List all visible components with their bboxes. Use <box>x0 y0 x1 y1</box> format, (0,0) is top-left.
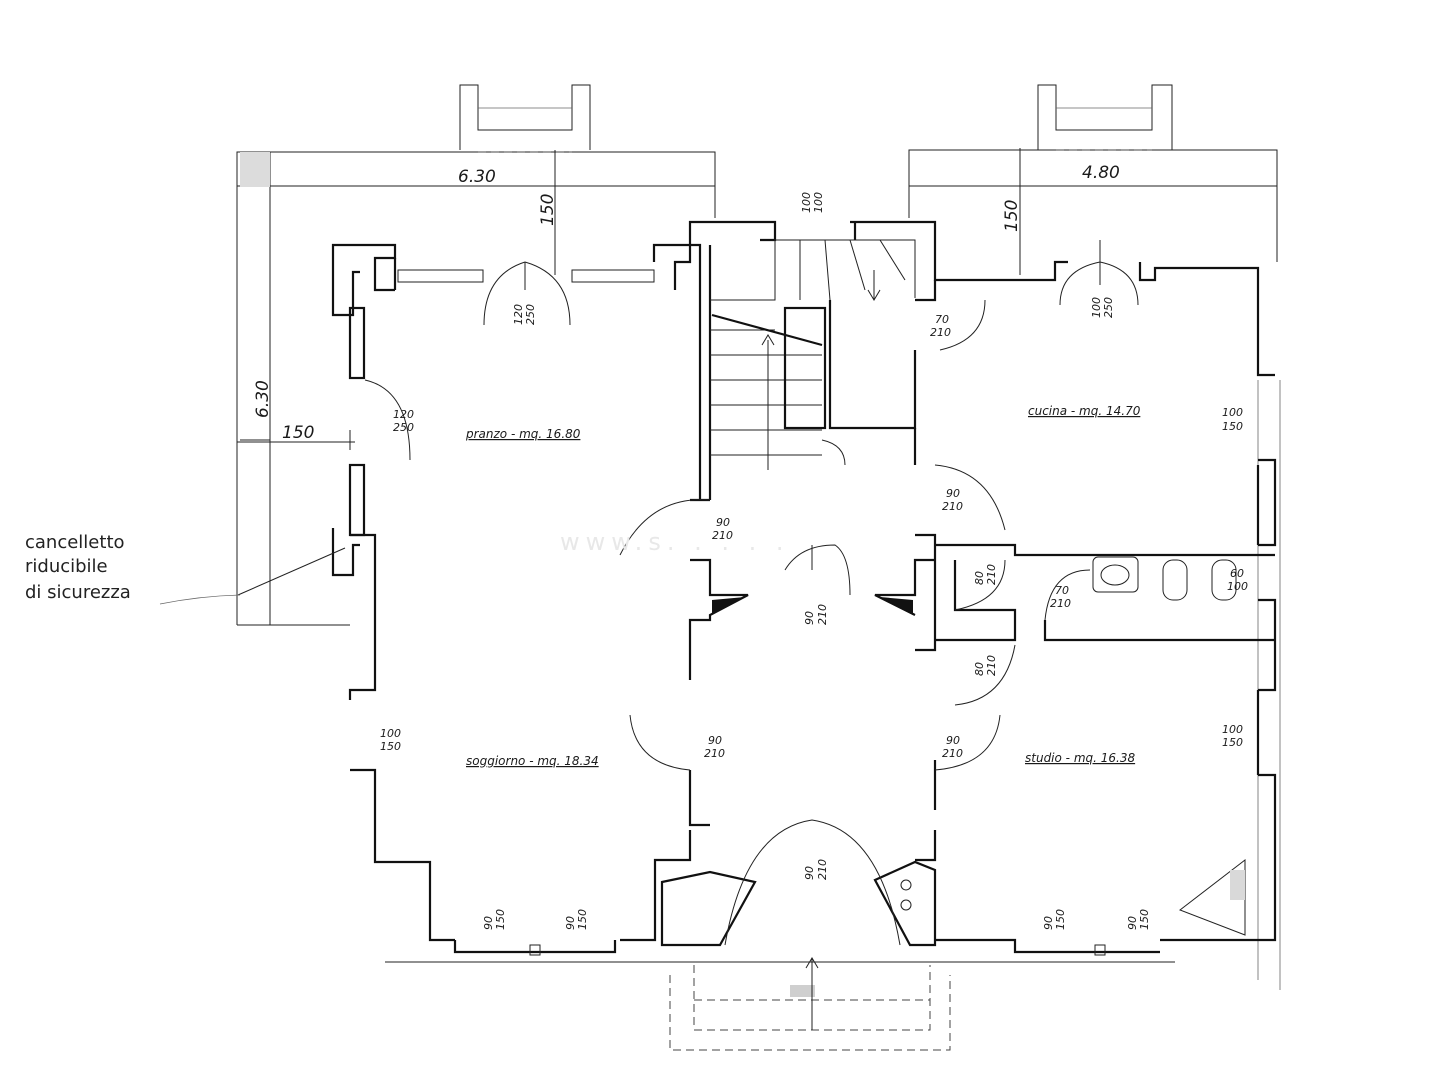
op-sogg-b2-b: 150 <box>576 909 589 930</box>
op-bath70-b: 210 <box>1050 597 1071 610</box>
op-pranzo-door-b: 250 <box>524 304 537 325</box>
door-swings <box>364 240 1139 1030</box>
op-entry-b: 210 <box>816 859 829 880</box>
staircase <box>710 239 916 470</box>
op-sogg-left-a: 100 <box>380 727 401 740</box>
op-cucina-win-b: 150 <box>1222 420 1243 433</box>
op-bath80b-a: 80 <box>973 662 986 676</box>
op-hall-center-b: 210 <box>816 604 829 625</box>
op-bath70-a: 70 <box>1055 584 1069 597</box>
dim-top-right: 4.80 <box>1082 163 1120 183</box>
entry-steps <box>385 961 1175 1051</box>
op-cucina-door-a: 100 <box>1090 297 1103 318</box>
note-line-2: riducibile <box>25 556 108 577</box>
note-line-3: di sicurezza <box>25 582 131 603</box>
op-bath-win-a: 60 <box>1230 567 1244 580</box>
op-studio-win-b: 150 <box>1222 736 1243 749</box>
op-hall-right-a: 90 <box>946 487 960 500</box>
op-studio-b2-a: 90 <box>1126 916 1139 930</box>
op-bath80a-b: 210 <box>985 564 998 585</box>
room-soggiorno: soggiorno - mq. 18.34 <box>466 754 599 768</box>
op-sogg-door-b: 210 <box>704 747 725 760</box>
op-bath80b-b: 210 <box>985 655 998 676</box>
op-studio-b1-b: 150 <box>1054 909 1067 930</box>
op-studio-b2-b: 150 <box>1138 909 1151 930</box>
op-cucina-door-b: 250 <box>1102 297 1115 318</box>
op-hall-right-b: 210 <box>942 500 963 513</box>
op-studio-door-b: 210 <box>942 747 963 760</box>
walls <box>240 152 1277 956</box>
op-studio-win-a: 100 <box>1222 723 1243 736</box>
room-cucina: cucina - mq. 14.70 <box>1028 404 1141 418</box>
op-sogg-b1-b: 150 <box>494 909 507 930</box>
dim-stair-2: 100 <box>812 192 825 213</box>
op-bath80a-a: 80 <box>973 571 986 585</box>
op-hall-left-a: 90 <box>716 516 730 529</box>
op-pranzo-side-b: 250 <box>393 421 414 434</box>
op-bath-win-b: 100 <box>1227 580 1248 593</box>
dim-porch-right: 150 <box>1002 200 1022 232</box>
op-sogg-left-b: 150 <box>380 740 401 753</box>
op-pranzo-door-a: 120 <box>512 304 525 325</box>
watermark: www.s. . . . . <box>560 528 789 556</box>
dim-top-left: 6.30 <box>458 167 496 187</box>
op-hall-left-b: 210 <box>712 529 733 542</box>
room-labels: pranzo - mq. 16.80 cucina - mq. 14.70 so… <box>465 404 1141 768</box>
security-gate-note: cancelletto riducibile di sicurezza <box>25 532 241 605</box>
op-studio-b1-a: 90 <box>1042 916 1055 930</box>
op-corr70-a: 70 <box>935 313 949 326</box>
opening-labels: 120 250 120 250 100 250 70 210 100 150 9… <box>380 297 1248 930</box>
op-hall-center-a: 90 <box>803 611 816 625</box>
dim-left-height: 6.30 <box>253 380 273 418</box>
op-entry-a: 90 <box>803 866 816 880</box>
dimension-lines <box>237 148 1021 596</box>
dim-porch-left: 150 <box>538 194 558 226</box>
op-sogg-door-a: 90 <box>708 734 722 747</box>
bathroom-fixtures <box>1092 556 1237 601</box>
op-sogg-b1-a: 90 <box>482 916 495 930</box>
dim-left-offset: 150 <box>282 423 314 443</box>
dim-stair-1: 100 <box>800 192 813 213</box>
room-pranzo: pranzo - mq. 16.80 <box>465 427 581 441</box>
room-studio: studio - mq. 16.38 <box>1025 751 1135 765</box>
op-cucina-win-a: 100 <box>1222 406 1243 419</box>
op-pranzo-side-a: 120 <box>393 408 414 421</box>
measurement-labels: 6.30 4.80 6.30 150 150 150 100 100 <box>253 163 1120 443</box>
note-line-1: cancelletto <box>25 532 125 553</box>
op-sogg-b2-a: 90 <box>564 916 577 930</box>
op-studio-door-a: 90 <box>946 734 960 747</box>
op-corr70-b: 210 <box>930 326 951 339</box>
